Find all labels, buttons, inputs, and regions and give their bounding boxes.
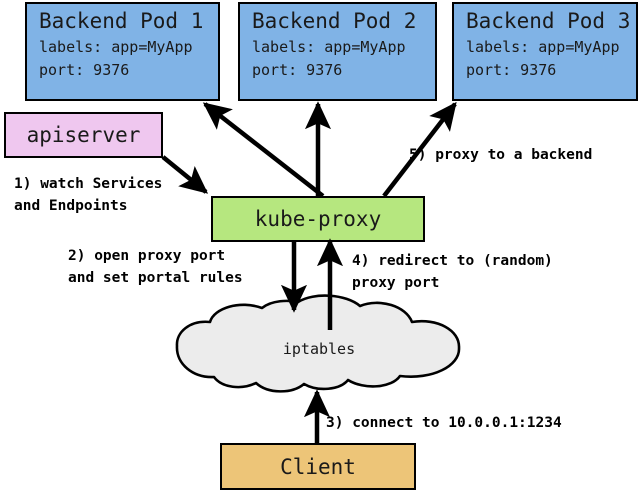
annotation-step-5: 5) proxy to a backend xyxy=(409,144,592,166)
client-label: Client xyxy=(280,454,356,479)
iptables-cloud-shape xyxy=(175,294,461,393)
backend-pod-2-box[interactable]: Backend Pod 2 labels: app=MyApp port: 93… xyxy=(238,2,437,101)
annotation-step-4-line-1: 4) redirect to (random) xyxy=(352,253,553,269)
backend-pod-3-box[interactable]: Backend Pod 3 labels: app=MyApp port: 93… xyxy=(452,2,638,101)
backend-pod-1-title: Backend Pod 1 xyxy=(39,9,204,33)
iptables-label: iptables xyxy=(282,340,356,358)
annotation-step-2-line-1: 2) open proxy port xyxy=(68,248,226,264)
kube-proxy-box[interactable]: kube-proxy xyxy=(211,196,425,242)
backend-pod-3-labels: labels: app=MyApp xyxy=(466,38,620,56)
apiserver-label: apiserver xyxy=(26,123,141,147)
annotation-step-1-line-2: and Endpoints xyxy=(14,198,128,214)
backend-pod-2-title: Backend Pod 2 xyxy=(252,9,417,33)
annotation-step-3: 3) connect to 10.0.0.1:1234 xyxy=(326,412,562,434)
backend-pod-3-port: port: 9376 xyxy=(466,61,557,79)
apiserver-box[interactable]: apiserver xyxy=(4,112,163,158)
backend-pod-3-title: Backend Pod 3 xyxy=(466,9,631,33)
backend-pod-2-port: port: 9376 xyxy=(252,61,343,79)
annotation-step-2-line-2: and set portal rules xyxy=(68,270,243,286)
backend-pod-2-labels: labels: app=MyApp xyxy=(252,38,406,56)
annotation-step-4: 4) redirect to (random) proxy port xyxy=(352,250,553,294)
client-box[interactable]: Client xyxy=(220,443,416,490)
annotation-step-3-line-1: 3) connect to 10.0.0.1:1234 xyxy=(326,415,562,431)
backend-pod-1-box[interactable]: Backend Pod 1 labels: app=MyApp port: 93… xyxy=(25,2,220,101)
backend-pod-1-labels: labels: app=MyApp xyxy=(39,38,193,56)
annotation-step-1: 1) watch Services and Endpoints xyxy=(14,173,162,217)
annotation-step-2: 2) open proxy port and set portal rules xyxy=(68,245,243,289)
kube-proxy-label: kube-proxy xyxy=(254,207,382,231)
annotation-step-5-line-1: 5) proxy to a backend xyxy=(409,147,593,163)
annotation-step-1-line-1: 1) watch Services xyxy=(14,176,163,192)
annotation-step-4-line-2: proxy port xyxy=(352,275,440,291)
backend-pod-1-port: port: 9376 xyxy=(39,61,130,79)
